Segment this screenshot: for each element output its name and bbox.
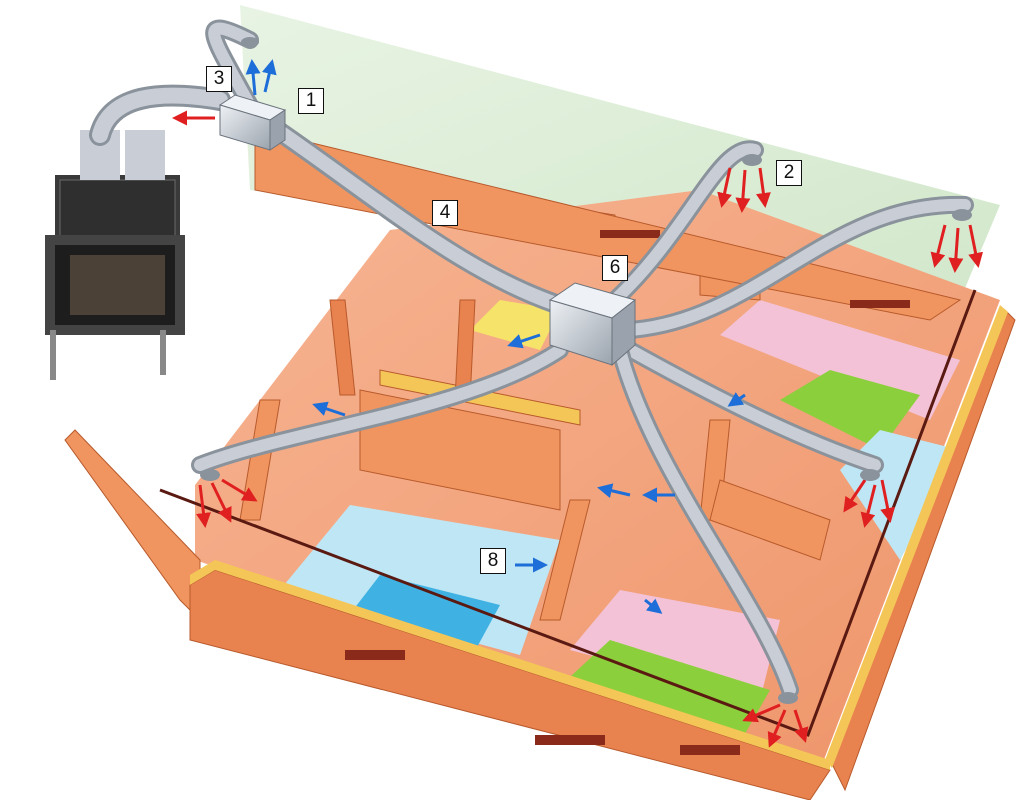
outer-wall-left [64,429,201,622]
bed-green-right [780,370,920,450]
callout-4: 4 [432,200,458,226]
bedroom-right-floor-pink [570,590,780,700]
callout-8: 8 [480,548,506,574]
duct-outlets [200,37,972,704]
distribution-box-6 [548,282,637,367]
ducts [89,19,974,699]
callout-6: 6 [602,255,628,281]
cool-air-arrows [245,59,746,614]
fireplace [45,130,185,380]
ceiling-plane [240,5,1000,300]
callout-1: 1 [298,88,324,114]
interior-walls [239,199,831,621]
hall-yellow-floor [470,300,560,350]
outer-wall-front-top [190,560,830,770]
callout-3: 3 [206,66,232,92]
window-sills [345,230,910,755]
warm-air-arrows [172,110,984,748]
distribution-box-1 [218,94,287,151]
outer-wall-right-top [825,305,1008,768]
callout-2: 2 [776,160,802,186]
